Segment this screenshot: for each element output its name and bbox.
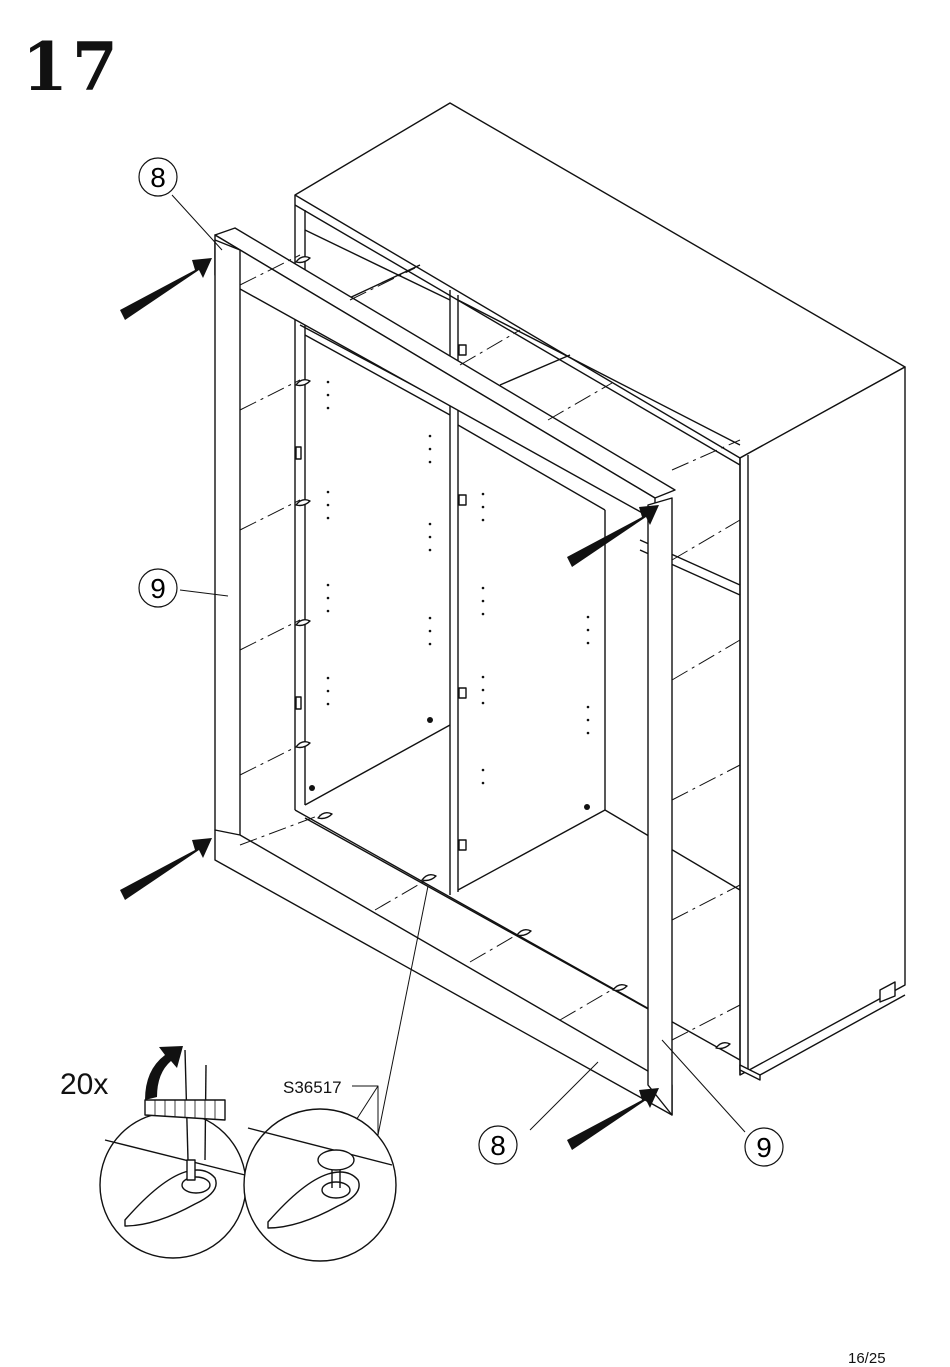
insert-arrow-icon [120, 258, 212, 320]
part-callout-8-top: 8 [139, 158, 177, 196]
part-callout-9-left: 9 [139, 569, 177, 607]
part-label: 9 [756, 1132, 772, 1163]
part-label: 8 [150, 162, 166, 193]
part-label: 9 [150, 573, 166, 604]
insert-arrow-icon [567, 1088, 659, 1150]
detail-cam-lock [244, 1109, 396, 1261]
quantity-label: 20x [60, 1070, 108, 1100]
insert-arrow-icon [567, 505, 659, 567]
frame-stile-right [648, 498, 672, 1115]
frame-stile-left [215, 240, 240, 840]
frame-rail-bottom [215, 830, 672, 1115]
part-label: 8 [490, 1130, 506, 1161]
insert-arrow-icon [120, 838, 212, 900]
detail-screwdriver [100, 1046, 246, 1258]
part-callout-8-bottom: 8 [479, 1126, 517, 1164]
rotate-arrow-icon [145, 1046, 183, 1100]
part-callout-9-right: 9 [745, 1128, 783, 1166]
page-number: 16/25 [848, 1351, 886, 1366]
fitting-code-label: S36517 [283, 1079, 342, 1096]
